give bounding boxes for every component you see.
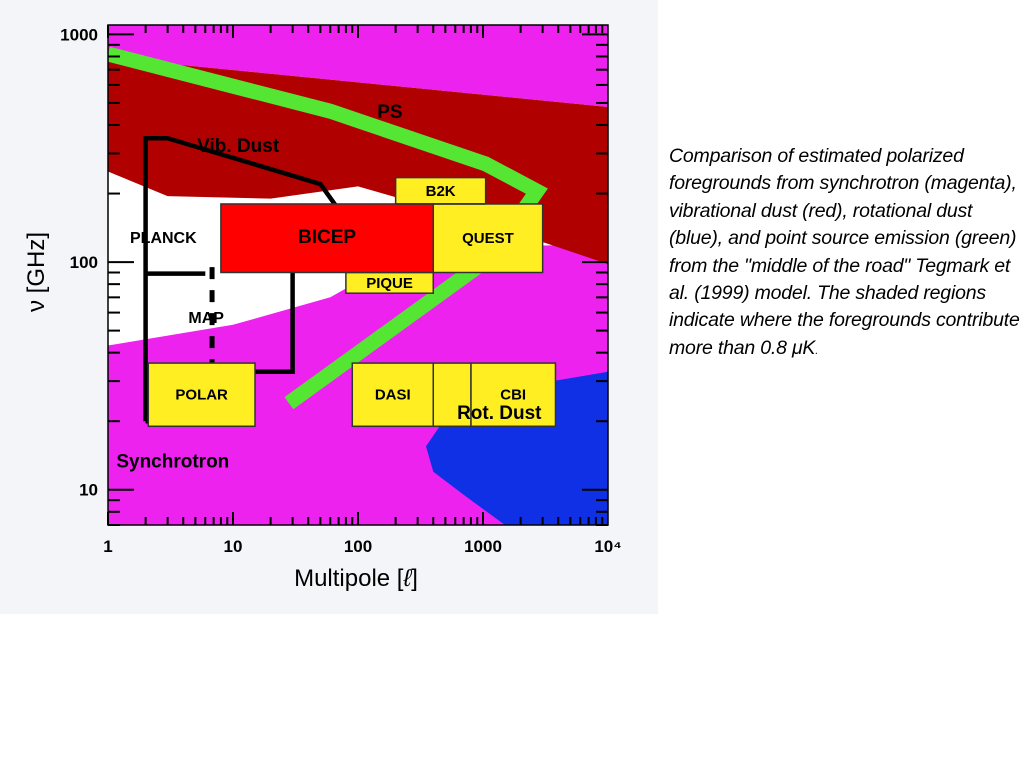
polar-box [147,362,256,428]
point-source-band [108,46,548,410]
dasi-box [351,362,435,428]
x-axis-title: Multipole [ℓ] [294,565,418,592]
synchrotron-label: Synchrotron [116,452,229,473]
b2k-label: B2K [426,183,456,200]
synchrotron-top-region [108,25,608,107]
y-axis-ticks [108,33,608,526]
vib-dust-label: Vib. Dust [197,136,280,157]
b2k-box [394,176,487,205]
polar-label: POLAR [175,387,228,404]
planck-label: PLANCK [130,230,197,247]
x-axis-ticks [107,25,604,525]
dasi-label: DASI [375,387,411,404]
bicep-box [220,203,435,274]
y-tick-label: 100 [70,253,98,272]
dasi-cbi-gap-box [432,362,472,428]
map-label: MAP [188,310,224,327]
x-tick-label: 100 [344,537,372,556]
rot-dust-label: Rot. Dust [457,403,542,424]
foreground-chart: 1 10 100 1000 10⁴ 10 100 1000 Vib. DustSynchro… [23,24,622,592]
ps-label: PS [377,102,402,123]
y-axis-tick-labels: 10 100 1000 [60,25,98,499]
x-tick-label: 1000 [464,537,502,556]
x-tick-label: 1 [103,537,112,556]
quest-box [432,203,544,274]
figure-caption: Comparison of estimated polarized foregr… [669,143,1021,365]
caption-tail: . [815,344,819,357]
cbi-box [470,362,557,428]
pique-label: PIQUE [366,275,413,292]
x-tick-label: 10 [224,537,243,556]
quest-label: QUEST [462,230,514,247]
experiment-labels: POLAR DASI CBI PIQUE B2K QUEST BICEP PLANCK MAP [130,183,526,404]
bicep-label: BICEP [298,227,356,248]
y-tick-label: 1000 [60,25,98,44]
y-tick-label: 10 [79,481,98,500]
cbi-label: CBI [500,387,526,404]
x-tick-label: 10⁴ [594,537,621,556]
y-axis-title: ν [GHz] [23,232,50,312]
experiment-boxes [147,176,557,428]
caption-text: Comparison of estimated polarized foregr… [669,145,1020,359]
x-axis-tick-labels: 1 10 100 1000 10⁴ [103,537,621,556]
